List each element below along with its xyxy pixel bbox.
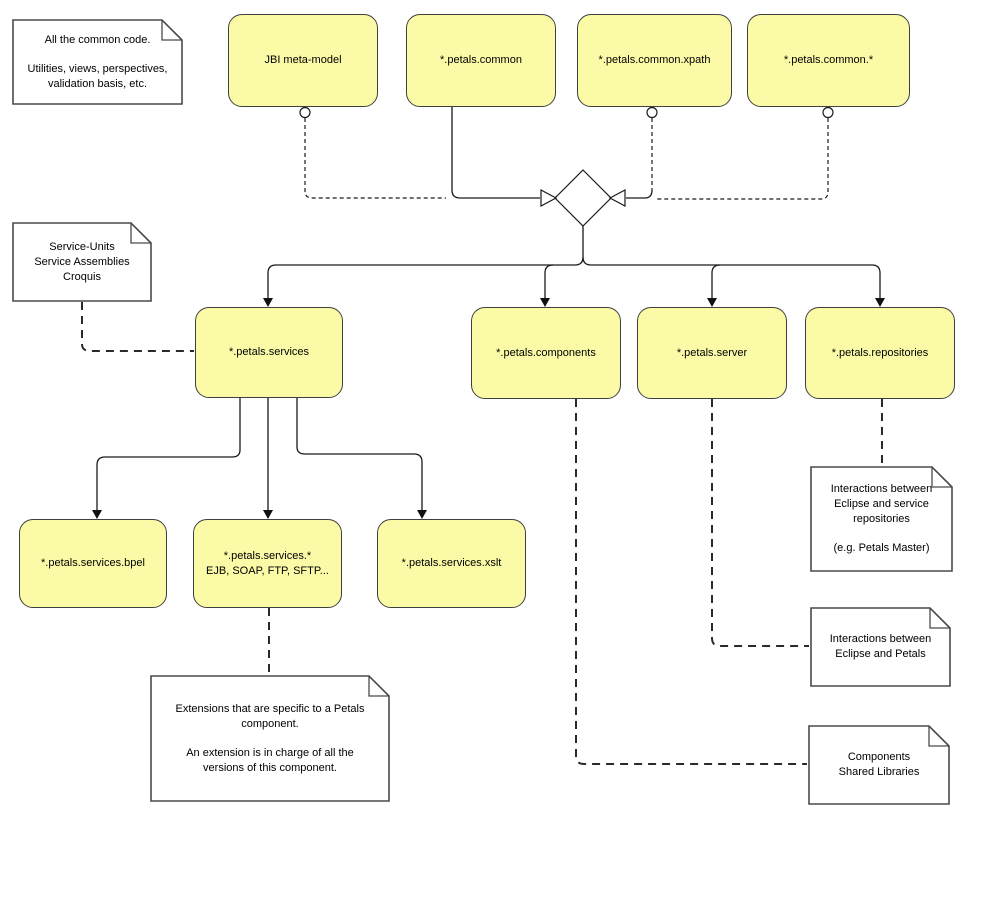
- bus-right-to-repositories: [582, 256, 881, 298]
- note-repositories-interactions[interactable]: Interactions between Eclipse and service…: [810, 466, 953, 572]
- package-label: *.petals.services.xslt: [401, 557, 502, 569]
- package-label: *.petals.common.*: [783, 54, 874, 66]
- package-petals-services-xslt[interactable]: *.petals.services.xslt: [377, 519, 526, 608]
- note-line: component.: [241, 717, 299, 730]
- note-line: Interactions between: [829, 633, 932, 645]
- package-petals-services-bpel[interactable]: *.petals.services.bpel: [19, 519, 167, 608]
- connector-jbi-to-aggregate: [304, 118, 446, 199]
- socket-circle-xpath: [646, 106, 658, 119]
- package-label: *.petals.services.*: [223, 549, 312, 562]
- note-common-code[interactable]: All the common code. Utilities, views, p…: [12, 19, 183, 105]
- package-label: *.petals.repositories: [831, 346, 929, 359]
- interface-socket-circles: [299, 106, 834, 119]
- package-label: *.petals.services: [228, 346, 310, 358]
- arrowhead-xslt: [417, 510, 427, 519]
- note-link-service-units: [81, 302, 194, 352]
- note-link-server: [711, 399, 809, 647]
- package-label: *.petals.common.xpath: [598, 54, 711, 66]
- package-petals-server[interactable]: *.petals.server: [637, 307, 787, 399]
- package-petals-repositories[interactable]: *.petals.repositories: [805, 307, 955, 399]
- branch-to-components: [544, 264, 554, 298]
- package-sublabel: EJB, SOAP, FTP, SFTP...: [206, 564, 329, 577]
- note-line: Service Assemblies: [34, 255, 130, 268]
- package-label: *.petals.services.bpel: [41, 557, 145, 569]
- bus-left-to-services: [267, 256, 584, 298]
- package-label: *.petals.common: [440, 54, 522, 66]
- note-line: (e.g. Petals Master): [833, 542, 930, 554]
- note-line: Shared Libraries: [838, 766, 920, 778]
- note-shape: [12, 222, 152, 302]
- socket-circle-common-star: [822, 106, 834, 119]
- package-petals-common[interactable]: *.petals.common: [406, 14, 556, 107]
- note-line: All the common code.: [44, 33, 151, 46]
- arrowhead-repositories: [875, 298, 885, 307]
- note-line: Eclipse and Petals: [835, 648, 926, 660]
- note-line: repositories: [853, 513, 910, 525]
- connector-common-star-to-aggregate: [656, 118, 829, 200]
- note-shape: [12, 19, 183, 105]
- aggregation-diamond: [554, 169, 612, 227]
- package-petals-components[interactable]: *.petals.components: [471, 307, 621, 399]
- note-line: Interactions between: [830, 483, 933, 495]
- solid-containment-lines: [96, 107, 881, 510]
- note-components-shared-libraries[interactable]: Components Shared Libraries: [808, 725, 950, 805]
- note-line: Croquis: [63, 270, 101, 283]
- package-label: *.petals.server: [676, 346, 748, 359]
- connector-common-to-aggregate: [451, 107, 540, 199]
- note-line: Utilities, views, perspectives,: [27, 62, 168, 75]
- note-line: Service-Units: [49, 240, 115, 253]
- package-petals-common-star[interactable]: *.petals.common.*: [747, 14, 910, 107]
- note-line: An extension is in charge of all the: [186, 746, 354, 759]
- arrowhead-bpel: [92, 510, 102, 519]
- note-service-units[interactable]: Service-Units Service Assemblies Croquis: [12, 222, 152, 302]
- branch-to-server: [711, 264, 721, 298]
- package-label: *.petals.components: [496, 346, 596, 359]
- package-petals-services-star[interactable]: *.petals.services.* EJB, SOAP, FTP, SFTP…: [193, 519, 342, 608]
- note-line: Components: [847, 751, 911, 763]
- open-arrowhead-right: [608, 189, 626, 207]
- package-jbi-meta-model[interactable]: JBI meta-model: [228, 14, 378, 107]
- arrowhead-services: [263, 298, 273, 307]
- note-server-interactions[interactable]: Interactions between Eclipse and Petals: [810, 607, 951, 687]
- connector-xpath-elbow: [626, 189, 653, 199]
- note-line: Eclipse and service: [834, 498, 929, 510]
- note-shape: [810, 466, 953, 572]
- note-shape: [810, 607, 951, 687]
- note-link-components: [575, 399, 807, 765]
- note-extensions[interactable]: Extensions that are specific to a Petals…: [150, 675, 390, 802]
- note-line: validation basis, etc.: [47, 77, 148, 90]
- note-line: versions of this component.: [203, 761, 337, 774]
- package-petals-common-xpath[interactable]: *.petals.common.xpath: [577, 14, 732, 107]
- note-attachment-lines: [81, 302, 883, 765]
- note-shape: [150, 675, 390, 802]
- tree-arrowheads: [92, 298, 885, 519]
- socket-circle-jbi: [299, 106, 311, 119]
- package-label: JBI meta-model: [264, 54, 342, 66]
- arrowhead-services-star: [263, 510, 273, 519]
- note-shape: [808, 725, 950, 805]
- arrowhead-server: [707, 298, 717, 307]
- note-line: Extensions that are specific to a Petals: [175, 702, 365, 715]
- services-to-bpel: [96, 398, 241, 510]
- package-petals-services[interactable]: *.petals.services: [195, 307, 343, 398]
- arrowhead-components: [540, 298, 550, 307]
- open-arrowhead-left: [540, 189, 558, 207]
- dashed-dependency-lines: [304, 118, 829, 200]
- services-to-xslt: [296, 398, 423, 510]
